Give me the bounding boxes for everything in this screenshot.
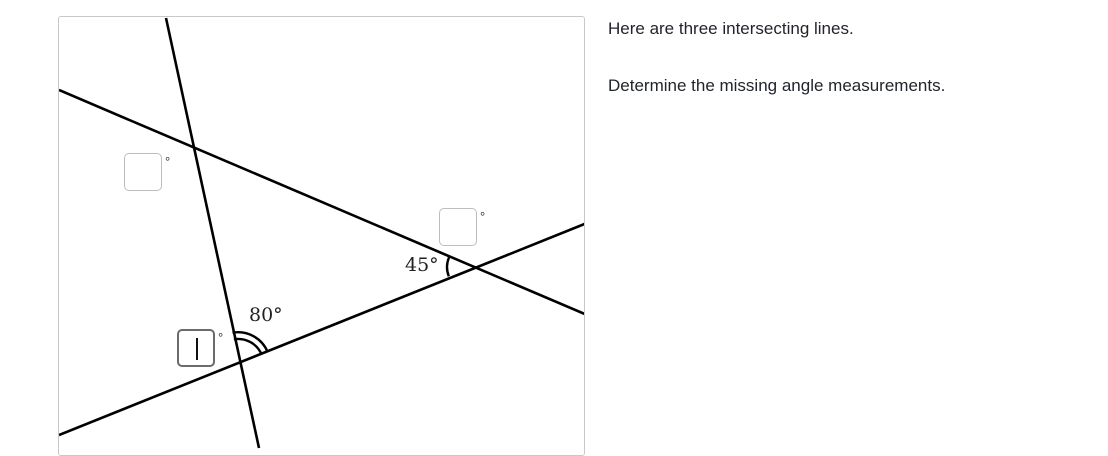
line-steep: [164, 17, 261, 449]
question-instruction: Determine the missing angle measurements…: [608, 76, 946, 95]
angle-input-bottom-left[interactable]: [177, 329, 215, 367]
degree-symbol: °: [165, 154, 171, 169]
text-cursor: [196, 338, 198, 360]
angle-input-top-left[interactable]: [124, 153, 162, 191]
diagram-frame: 80° 45° ° ° °: [58, 16, 585, 456]
angle-arc-80-inner: [233, 337, 263, 356]
line-ascending: [59, 222, 584, 437]
angle-arc-45: [445, 256, 451, 277]
line-descending: [59, 88, 584, 316]
angle-input-right-vertex[interactable]: [439, 208, 477, 246]
intersecting-lines-diagram: [59, 17, 584, 449]
angle-label-45: 45°: [405, 254, 439, 276]
degree-symbol: °: [218, 330, 224, 345]
question-intro: Here are three intersecting lines.: [608, 19, 854, 38]
angle-label-80: 80°: [249, 304, 283, 326]
angle-arc-80-outer: [232, 331, 269, 353]
degree-symbol: °: [480, 209, 486, 224]
